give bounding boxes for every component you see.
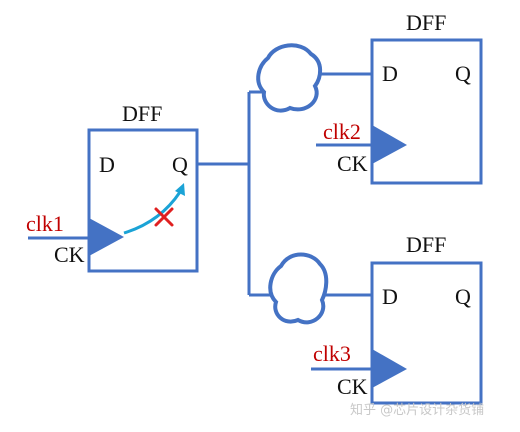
combinational-logic-cloud-icon-top [256,43,323,113]
dff-2-clock-triangle [372,125,407,164]
dff-3-clock-label: clk3 [313,341,351,366]
dff-3-ck-label: CK [337,374,368,399]
dff-3-box [370,261,483,405]
dff-2-q-label: Q [455,61,471,86]
dff-1-title: DFF [122,101,162,126]
dff-3-d-label: D [382,284,398,309]
dff-2-box [370,38,483,185]
timing-path-arrowhead [175,183,185,196]
dff-2-clock-label: clk2 [323,119,361,144]
dff-1-clock-label: clk1 [26,211,64,236]
dff-2-d-label: D [382,61,398,86]
dff-3-title: DFF [406,232,446,257]
dff-1-d-label: D [99,152,115,177]
dff-1-q-label: Q [172,152,188,177]
dff-1-ck-label: CK [54,242,85,267]
dff-1: DFF D Q CK clk1 [26,101,199,273]
timing-path-arrow-icon [123,191,182,235]
dff-2: DFF D Q CK clk2 [316,10,483,185]
dff-2-title: DFF [406,10,446,35]
q-output-net [197,72,372,297]
dff-2-ck-label: CK [337,151,368,176]
dff-1-clock-triangle [89,218,124,256]
dff-1-box [87,128,199,273]
combinational-logic-cloud-icon-bottom [268,252,329,325]
dff-3-clock-triangle [372,349,407,388]
watermark-text: 知乎 @芯片设计杂货铺 [350,402,484,418]
blocked-path-x-icon [154,207,174,227]
dff-3: DFF D Q CK clk3 [311,232,483,405]
dff-3-q-label: Q [455,284,471,309]
